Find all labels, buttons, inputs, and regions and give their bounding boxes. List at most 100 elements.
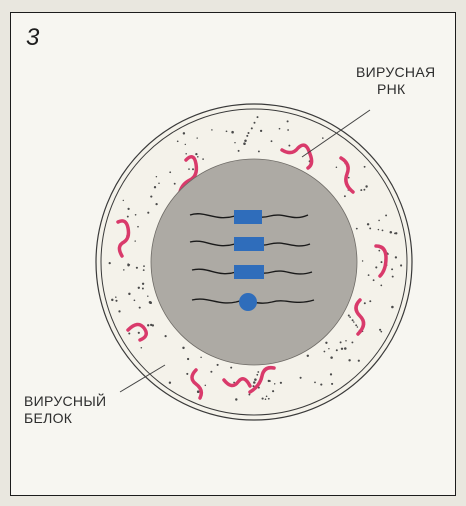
protein-dot [231,131,234,134]
protein-dot [234,142,235,143]
protein-dot [127,263,129,265]
protein-dot [257,116,259,118]
protein-dot [174,183,176,185]
protein-dot [187,358,189,360]
protein-dot [141,347,143,349]
protein-dot [379,329,381,331]
protein-dot [381,261,383,263]
protein-dot [271,140,273,142]
protein-dot [279,128,281,130]
protein-dot [330,373,332,375]
protein-dot [352,319,354,321]
protein-dot [391,306,394,309]
protein-dot [365,185,367,187]
protein-dot [367,223,369,225]
protein-dot [385,214,387,216]
viral-protein-label: ВИРУСНЫЙ БЕЛОК [24,393,106,427]
protein-dot [272,390,274,392]
protein-dot [392,276,394,278]
protein-dot [149,301,152,304]
protein-dot [254,122,256,124]
protein-dot [375,266,377,268]
protein-dot [143,269,145,271]
protein-dot [257,371,259,373]
protein-dot [356,228,358,230]
protein-dot [394,233,396,235]
protein-dot [137,226,139,228]
protein-dot [395,256,397,258]
protein-dot [344,195,346,197]
protein-dot [217,364,219,366]
protein-dot [109,262,111,264]
protein-dot [324,351,326,353]
protein-dot [200,357,201,358]
protein-dot [127,208,129,210]
protein-dot [378,229,379,230]
protein-dot [387,253,389,255]
protein-dot [155,203,157,205]
protein-dot [348,177,350,179]
protein-dot [378,220,380,222]
protein-dot [400,264,402,266]
protein-dot [274,383,275,384]
protein-dot [380,285,382,287]
protein-dot [248,394,250,396]
protein-dot [182,347,184,349]
protein-dot [188,168,190,170]
nucleus [151,159,357,365]
protein-dot [380,331,382,333]
protein-dot [341,348,343,350]
protein-dot [147,212,149,214]
protein-dot [115,296,117,298]
protein-dot [147,324,149,326]
protein-dot [139,307,141,309]
protein-dot [154,186,156,188]
gene-circle [239,293,257,311]
gene-block [234,265,264,279]
protein-dot [150,324,152,326]
protein-dot [265,398,267,400]
protein-dot [369,300,371,302]
protein-dot [115,300,117,302]
protein-dot [238,150,240,152]
protein-dot [368,274,370,276]
protein-dot [369,227,371,229]
protein-dot [344,347,347,350]
protein-dot [205,385,206,386]
protein-dot [158,183,160,185]
protein-dot [183,132,185,134]
protein-dot [287,129,289,131]
gene-block [234,210,262,224]
protein-dot [138,287,140,289]
protein-dot [123,200,124,201]
protein-dot [268,398,270,400]
protein-dot [336,349,338,351]
protein-dot [355,324,357,326]
protein-dot [123,269,125,271]
protein-dot [244,140,247,143]
protein-dot [138,332,140,334]
protein-dot [254,378,257,381]
protein-dot [300,377,302,379]
protein-dot [307,355,309,357]
protein-dot [351,341,353,343]
protein-dot [136,267,138,269]
protein-dot [325,342,327,344]
viral-rna-label-line2: РНК [356,81,435,98]
protein-dot [364,302,366,304]
protein-dot [256,374,258,376]
protein-dot [197,390,200,393]
protein-dot [196,137,197,138]
protein-dot [269,380,271,382]
viral-protein-label-line1: ВИРУСНЫЙ [24,393,106,410]
protein-dot [253,381,256,384]
protein-dot [202,158,204,160]
protein-dot [235,398,237,400]
protein-dot [147,295,148,296]
protein-dot [243,142,246,145]
protein-dot [169,382,171,384]
protein-dot [156,176,157,177]
protein-dot [330,356,333,359]
protein-dot [364,166,366,168]
protein-dot [357,326,359,328]
